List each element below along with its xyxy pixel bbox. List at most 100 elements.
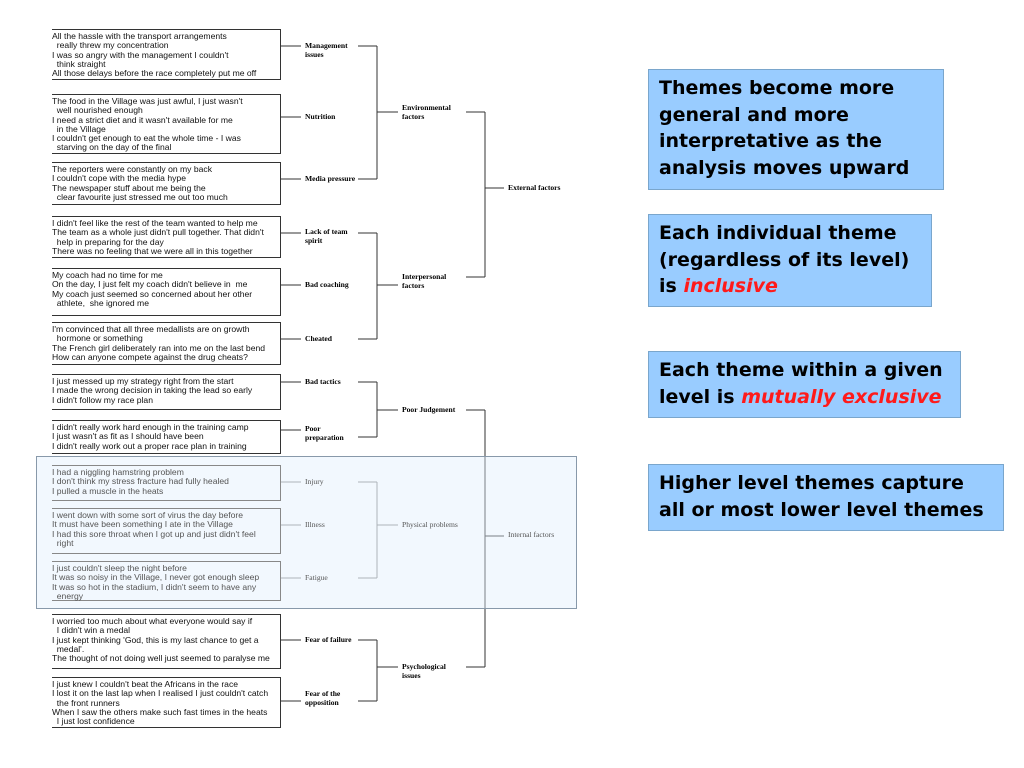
quote-box-nutrition-line: I need a strict diet and it wasn't avail… — [52, 114, 233, 125]
quote-box-nutrition-line: in the Village — [52, 123, 106, 134]
theme-physical-problems-line: Physical problems — [402, 520, 458, 529]
quote-box-nutrition-line: I couldn't get enough to eat the whole t… — [52, 133, 241, 144]
quote-box-team-spirit: I didn't feel like the rest of the team … — [52, 216, 281, 258]
theme-cheated: Cheated — [305, 334, 332, 344]
theme-internal-factors-line: Internal factors — [508, 530, 555, 539]
quote-box-illness-line: It must have been something I ate in the… — [52, 519, 233, 530]
note-mutually-exclusive-text: Each theme within a given level is — [659, 359, 943, 408]
quote-box-management: All the hassle with the transport arrang… — [52, 29, 281, 80]
theme-management-issues-line: Management — [305, 41, 348, 50]
note-mutually-exclusive-emphasis: mutually exclusive — [741, 385, 942, 408]
theme-internal-factors: Internal factors — [508, 530, 555, 540]
quote-box-management-line: really threw my concentration — [52, 40, 169, 51]
note-inclusive: Each individual theme (regardless of its… — [648, 214, 932, 307]
theme-fear-of-the-opposition-line: Fear of the — [305, 689, 341, 698]
note-inclusive-emphasis: inclusive — [683, 275, 778, 297]
highlight-overlay — [36, 456, 577, 609]
quote-box-media-line: The reporters were constantly on my back — [52, 164, 213, 174]
quote-box-preparation-line: I didn't really work hard enough in the … — [52, 422, 249, 432]
theme-management-issues-line: issues — [305, 49, 324, 59]
theme-environmental-factors-line: Environmental — [402, 103, 451, 112]
quote-box-fatigue-line: It was so hot in the stadium, I didn't s… — [52, 581, 257, 592]
theme-external-factors: External factors — [508, 183, 561, 193]
quote-box-nutrition-line: The food in the Village was just awful, … — [52, 96, 243, 106]
quote-box-management-line: All those delays before the race complet… — [52, 68, 257, 79]
quote-box-illness: I went down with some sort of virus the … — [52, 508, 281, 554]
note-inclusive-text: Each individual theme (regardless of its… — [659, 222, 910, 297]
quote-box-tactics-line: I made the wrong decision in taking the … — [52, 385, 253, 396]
theme-bad-coaching: Bad coaching — [305, 280, 349, 290]
quote-box-preparation-line: I just wasn't as fit as I should have be… — [52, 431, 204, 442]
quote-box-fear-of-failure-line: The thought of not doing well just seeme… — [52, 653, 270, 664]
theme-environmental-factors-line: factors — [402, 111, 425, 121]
quote-box-illness-line: I had this sore throat when I got up and… — [52, 528, 256, 539]
quote-box-fear-of-opposition-line: When I saw the others make such fast tim… — [52, 706, 268, 717]
theme-illness-line: Illness — [305, 520, 325, 529]
theme-interpersonal-factors-line: factors — [402, 280, 425, 290]
note-higher-level-text: Higher level themes capture all or most … — [659, 472, 984, 521]
quote-box-fear-of-opposition-line: the front runners — [52, 697, 120, 708]
theme-fatigue-line: Fatigue — [305, 573, 328, 582]
quote-box-fear-of-failure-line: medal'. — [52, 643, 85, 654]
theme-injury-line: Injury — [305, 477, 324, 486]
quote-box-management-line: All the hassle with the transport arrang… — [52, 31, 227, 41]
theme-interpersonal-factors-line: Interpersonal — [402, 272, 447, 281]
theme-nutrition-line: Nutrition — [305, 112, 336, 121]
quote-box-nutrition: The food in the Village was just awful, … — [52, 94, 281, 154]
quote-box-cheated-line: How can anyone compete against the drug … — [52, 351, 248, 362]
quote-box-fear-of-failure-line: I didn't win a medal — [52, 625, 131, 636]
quote-box-illness-line: I went down with some sort of virus the … — [52, 510, 244, 520]
theme-external-factors-line: External factors — [508, 183, 561, 192]
quote-box-preparation-line: I didn't really work out a proper race p… — [52, 440, 247, 451]
quote-box-team-spirit-line: There was no feeling that we were all in… — [52, 245, 253, 256]
theme-illness: Illness — [305, 520, 325, 530]
theme-lack-of-team-spirit-line: Lack of team — [305, 227, 348, 236]
theme-media-pressure: Media pressure — [305, 174, 355, 184]
quote-box-coaching-line: On the day, I just felt my coach didn't … — [52, 279, 248, 290]
note-themes-general-text: Themes become more general and more inte… — [659, 77, 910, 179]
quote-box-nutrition-line: starving on the day of the final — [52, 142, 172, 153]
quote-box-media-line: The newspaper stuff about me being the — [52, 182, 206, 193]
quote-box-media-line: clear favourite just stressed me out too… — [52, 191, 228, 202]
quote-box-tactics-line: I didn't follow my race plan — [52, 394, 153, 405]
quote-box-nutrition-line: well nourished enough — [52, 105, 143, 116]
theme-bad-coaching-line: Bad coaching — [305, 280, 349, 289]
quote-box-injury-line: I pulled a muscle in the heats — [52, 485, 164, 496]
theme-fatigue: Fatigue — [305, 573, 328, 583]
quote-box-cheated-line: hormone or something — [52, 333, 143, 344]
theme-physical-problems: Physical problems — [402, 520, 458, 530]
theme-fear-of-failure-line: Fear of failure — [305, 635, 352, 644]
note-higher-level: Higher level themes capture all or most … — [648, 464, 1004, 531]
note-themes-general: Themes become more general and more inte… — [648, 69, 944, 190]
quote-box-management-line: think straight — [52, 58, 106, 69]
quote-box-fatigue-line: I just couldn't sleep the night before — [52, 563, 187, 573]
quote-box-fear-of-opposition: I just knew I couldn't beat the Africans… — [52, 677, 281, 728]
theme-poor-judgement-line: Poor Judgement — [402, 405, 456, 414]
theme-poor-judgement: Poor Judgement — [402, 405, 456, 415]
theme-lack-of-team-spirit-line: spirit — [305, 235, 323, 245]
quote-box-media: The reporters were constantly on my back… — [52, 162, 281, 205]
quote-box-fear-of-failure-line: I just kept thinking 'God, this is my la… — [52, 634, 259, 645]
theme-injury: Injury — [305, 477, 324, 487]
quote-box-media-line: I couldn't cope with the media hype — [52, 173, 186, 184]
theme-fear-of-the-opposition-line: opposition — [305, 697, 339, 707]
quote-box-preparation: I didn't really work hard enough in the … — [52, 420, 281, 454]
theme-cheated-line: Cheated — [305, 334, 332, 343]
quote-box-fear-of-opposition-line: I just knew I couldn't beat the Africans… — [52, 679, 239, 689]
theme-nutrition: Nutrition — [305, 112, 336, 122]
quote-box-coaching-line: My coach had no time for me — [52, 270, 163, 280]
quote-box-management-line: I was so angry with the management I cou… — [52, 49, 229, 60]
quote-box-fatigue-line: energy — [52, 590, 84, 601]
quote-box-coaching-line: My coach just seemed so concerned about … — [52, 288, 253, 299]
quote-box-coaching-line: athlete, she ignored me — [52, 297, 149, 308]
theme-psychological-issues-line: issues — [402, 670, 421, 680]
